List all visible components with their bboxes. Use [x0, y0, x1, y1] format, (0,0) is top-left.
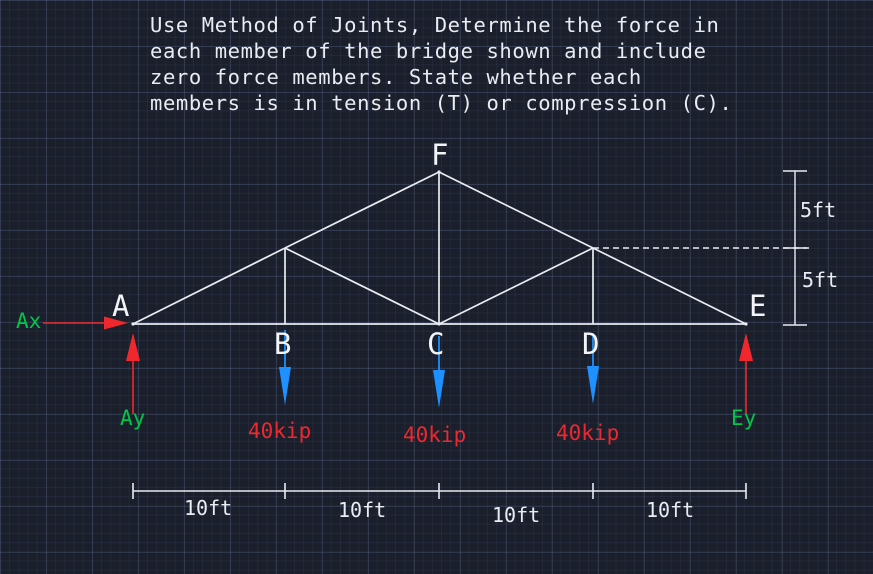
- reaction-label-Ey: Ey: [731, 406, 757, 430]
- joint-label-C: C: [427, 327, 445, 361]
- reaction-head-Ax: [104, 316, 128, 330]
- dimension-lines: [132, 170, 812, 499]
- joint-label-B: B: [274, 327, 292, 361]
- reaction-label-Ax: Ax: [16, 309, 42, 333]
- joint-node-F: [437, 170, 441, 174]
- applied-loads: [279, 330, 599, 408]
- truss-member-GF: [284, 171, 440, 249]
- joint-node-C: [437, 322, 441, 326]
- truss-member-GC: [284, 247, 440, 325]
- load-label-C: 40kip: [403, 423, 467, 447]
- load-label-B: 40kip: [248, 419, 312, 443]
- joint-label-D: D: [582, 327, 600, 361]
- truss-member-CH: [438, 247, 594, 325]
- truss-members: [131, 170, 748, 326]
- joint-label-E: E: [749, 289, 767, 323]
- h-dimension-label-1: 10ft: [338, 498, 387, 522]
- joint-node-E: [744, 322, 748, 326]
- joint-node-A: [131, 322, 135, 326]
- load-label-D: 40kip: [556, 421, 620, 445]
- h-dimension-label-3: 10ft: [646, 498, 695, 522]
- h-dimension-label-2: 10ft: [492, 503, 541, 527]
- load-arrow-head-D: [587, 366, 599, 404]
- reaction-head-Ay: [126, 333, 140, 361]
- load-arrow-head-B: [279, 367, 291, 405]
- h-dimension-label-0: 10ft: [184, 496, 233, 520]
- v-dimension-label-1: 5ft: [802, 268, 839, 292]
- joint-label-F: F: [431, 138, 449, 172]
- reaction-head-Ey: [739, 333, 753, 361]
- load-arrow-head-C: [433, 370, 445, 408]
- truss-member-HE: [592, 247, 747, 325]
- joint-label-A: A: [112, 289, 130, 323]
- support-reactions: [43, 316, 753, 414]
- truss-member-AG: [132, 247, 286, 325]
- problem-statement: Use Method of Joints, Determine the forc…: [150, 13, 733, 115]
- reaction-label-Ay: Ay: [120, 406, 146, 430]
- v-dimension-label-0: 5ft: [800, 198, 837, 222]
- truss-member-FH: [438, 171, 594, 249]
